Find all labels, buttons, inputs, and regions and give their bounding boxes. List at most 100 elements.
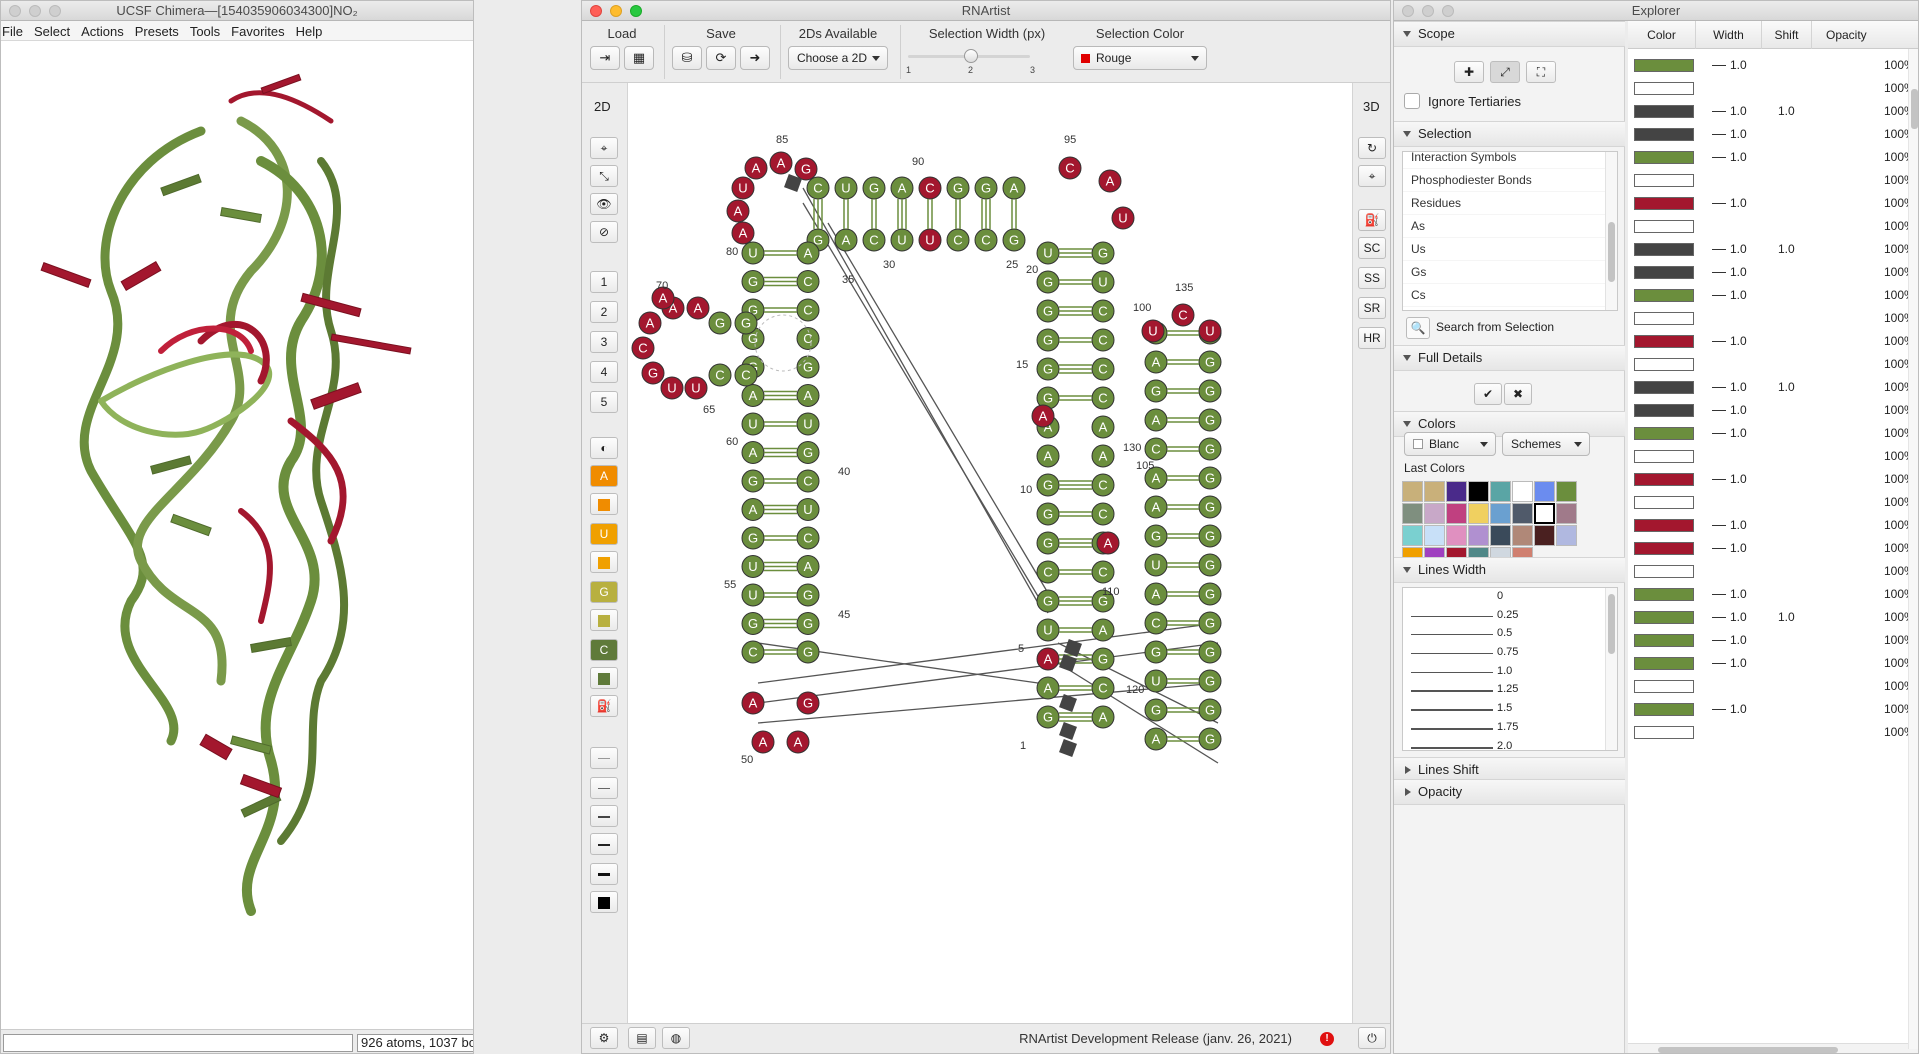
window-controls[interactable] (9, 5, 61, 17)
row-color-swatch[interactable] (1634, 588, 1694, 601)
row-width[interactable]: 1.0 (1712, 656, 1747, 670)
line-width-1-button[interactable] (590, 747, 618, 769)
row-width[interactable]: 1.0 (1712, 426, 1747, 440)
row-width[interactable]: 1.0 (1712, 403, 1747, 417)
row-color-swatch[interactable] (1634, 358, 1694, 371)
hr-button[interactable]: HR (1358, 327, 1386, 349)
lines-width-header[interactable]: Lines Width (1394, 557, 1625, 583)
row-opacity[interactable]: 100% (1884, 311, 1915, 325)
last-color-swatch[interactable] (1490, 481, 1511, 502)
row-opacity[interactable]: 100% (1884, 127, 1915, 141)
row-color-swatch[interactable] (1634, 680, 1694, 693)
line-width-option[interactable]: 0 (1403, 588, 1617, 607)
selection-item[interactable]: Xs (1403, 307, 1617, 310)
residue-u-button[interactable]: U (590, 523, 618, 545)
row-opacity[interactable]: 100% (1884, 403, 1915, 417)
last-color-swatch[interactable] (1556, 525, 1577, 546)
last-color-swatch[interactable] (1468, 525, 1489, 546)
row-width[interactable]: 1.0 (1712, 288, 1747, 302)
selection-item[interactable]: Phosphodiester Bonds (1403, 169, 1617, 192)
row-opacity[interactable]: 100% (1884, 81, 1915, 95)
menu-actions[interactable]: Actions (81, 24, 124, 39)
line-width-6-button[interactable] (590, 891, 618, 913)
row-width[interactable]: 1.0 (1712, 104, 1747, 118)
command-line-input[interactable] (3, 1034, 353, 1052)
residue-a-color[interactable] (590, 493, 618, 515)
rna-2d-canvas[interactable]: CGUAGCAUCUGCGCAGUAGCGCGCGGAAUUAGGCAUGCUA… (628, 83, 1354, 1031)
last-color-swatch[interactable] (1402, 525, 1423, 546)
residue-g-button[interactable]: G (590, 581, 618, 603)
row-color-swatch[interactable] (1634, 427, 1694, 440)
row-color-swatch[interactable] (1634, 174, 1694, 187)
sr-button[interactable]: SR (1358, 297, 1386, 319)
last-color-swatch[interactable] (1556, 503, 1577, 524)
row-opacity[interactable]: 100% (1884, 426, 1915, 440)
window-controls[interactable] (590, 5, 642, 17)
selection-item[interactable]: Cs (1403, 284, 1617, 307)
fit-icon[interactable]: ⤡ (590, 165, 618, 187)
line-width-option[interactable]: 1.75 (1403, 719, 1617, 738)
lines-width-scrollbar[interactable] (1605, 588, 1617, 750)
line-width-5-button[interactable] (590, 863, 618, 885)
row-opacity[interactable]: 100% (1884, 334, 1915, 348)
last-color-swatch[interactable] (1512, 525, 1533, 546)
row-opacity[interactable]: 100% (1884, 104, 1915, 118)
color-select[interactable]: Blanc (1404, 432, 1496, 456)
row-width[interactable]: 1.0 (1712, 472, 1747, 486)
row-shift[interactable]: 1.0 (1778, 610, 1795, 624)
line-width-option[interactable]: 1.25 (1403, 681, 1617, 700)
last-color-swatch[interactable] (1424, 503, 1445, 524)
last-color-swatch[interactable] (1446, 503, 1467, 524)
molecule-3d-viewer[interactable] (1, 41, 473, 1031)
last-color-swatch[interactable] (1512, 481, 1533, 502)
level-4-button[interactable]: 4 (590, 361, 618, 383)
ignore-tertiaries-checkbox[interactable] (1404, 93, 1420, 109)
search-from-selection-label[interactable]: Search from Selection (1436, 320, 1555, 334)
row-opacity[interactable]: 100% (1884, 449, 1915, 463)
selection-item[interactable]: Gs (1403, 261, 1617, 284)
compress-icon[interactable]: ⤢ (1490, 61, 1520, 83)
palette-icon[interactable]: ◐ (590, 437, 618, 459)
last-color-swatch[interactable] (1490, 503, 1511, 524)
last-color-swatch[interactable] (1468, 481, 1489, 502)
row-opacity[interactable]: 100% (1884, 725, 1915, 739)
menu-favorites[interactable]: Favorites (231, 24, 285, 39)
row-color-swatch[interactable] (1634, 634, 1694, 647)
row-opacity[interactable]: 100% (1884, 633, 1915, 647)
line-width-option[interactable]: 1.5 (1403, 700, 1617, 719)
last-color-swatch[interactable] (1402, 481, 1423, 502)
focus-3d-icon[interactable]: ⌖ (1358, 165, 1386, 187)
line-width-option[interactable]: 0.75 (1403, 644, 1617, 663)
paint-bucket-icon[interactable]: ⛽ (590, 695, 618, 717)
last-color-swatch[interactable] (1446, 481, 1467, 502)
col-color[interactable]: Color (1628, 21, 1696, 49)
row-color-swatch[interactable] (1634, 565, 1694, 578)
row-opacity[interactable]: 100% (1884, 219, 1915, 233)
row-width[interactable]: 1.0 (1712, 610, 1747, 624)
line-width-2-button[interactable] (590, 777, 618, 799)
slider-thumb[interactable] (964, 49, 978, 63)
row-opacity[interactable]: 100% (1884, 702, 1915, 716)
row-opacity[interactable]: 100% (1884, 518, 1915, 532)
residue-u-color[interactable] (590, 551, 618, 573)
row-width[interactable]: 1.0 (1712, 58, 1747, 72)
row-opacity[interactable]: 100% (1884, 173, 1915, 187)
residue-c-color[interactable] (590, 667, 618, 689)
row-width[interactable]: 1.0 (1712, 265, 1747, 279)
row-width[interactable]: 1.0 (1712, 334, 1747, 348)
cancel-icon[interactable]: ✖ (1504, 383, 1532, 405)
row-color-swatch[interactable] (1634, 266, 1694, 279)
row-color-swatch[interactable] (1634, 657, 1694, 670)
paint-3d-icon[interactable]: ⛽ (1358, 209, 1386, 231)
row-width[interactable]: 1.0 (1712, 541, 1747, 555)
selection-item[interactable]: As (1403, 215, 1617, 238)
check-icon[interactable]: ✔ (1474, 383, 1502, 405)
line-width-4-button[interactable] (590, 833, 618, 855)
row-color-swatch[interactable] (1634, 312, 1694, 325)
level-3-button[interactable]: 3 (590, 331, 618, 353)
row-opacity[interactable]: 100% (1884, 564, 1915, 578)
row-color-swatch[interactable] (1634, 243, 1694, 256)
sc-button[interactable]: SC (1358, 237, 1386, 259)
